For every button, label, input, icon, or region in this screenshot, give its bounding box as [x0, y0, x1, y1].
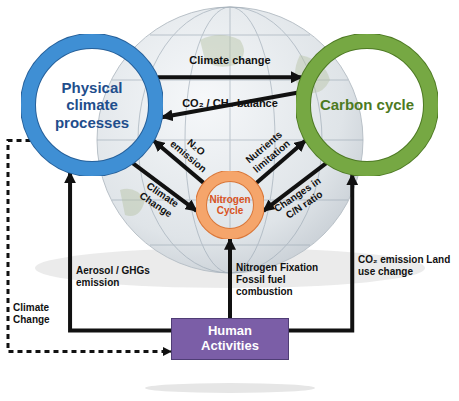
node-label: Physical climate processes: [38, 79, 146, 131]
process-ring: Physical climate processes: [21, 34, 163, 176]
shadow: [145, 383, 315, 393]
flow-arrow: [162, 93, 297, 118]
edge-label: Climate change: [170, 54, 290, 67]
node-label: Carbon cycle: [320, 96, 414, 113]
ring-band: [201, 176, 259, 234]
flow-arrow: [228, 239, 232, 318]
edge-label: CO₂ emission Land use change: [358, 254, 454, 278]
edge-label: CO₂ / CH₄ balance: [165, 97, 295, 110]
ring-band: [28, 41, 156, 169]
edge-label: Climate Change: [13, 302, 63, 326]
flow-arrow: [157, 75, 301, 79]
edge-label: Nitrogen Fixation Fossil fuel combustion: [236, 262, 332, 298]
ring-edge: [28, 41, 156, 169]
ring-edge: [303, 41, 431, 169]
edge-label: Aerosol / GHGs emission: [76, 265, 168, 289]
cycle-ring: Carbon cycle: [296, 34, 438, 176]
ring-band: [303, 41, 431, 169]
cycle-ring: Nitrogen Cycle: [196, 171, 264, 239]
actor-box: Human Activities: [171, 318, 289, 360]
node-label: Human Activities: [184, 324, 276, 354]
ring-edge: [201, 176, 259, 234]
node-label: Nitrogen Cycle: [206, 194, 254, 217]
